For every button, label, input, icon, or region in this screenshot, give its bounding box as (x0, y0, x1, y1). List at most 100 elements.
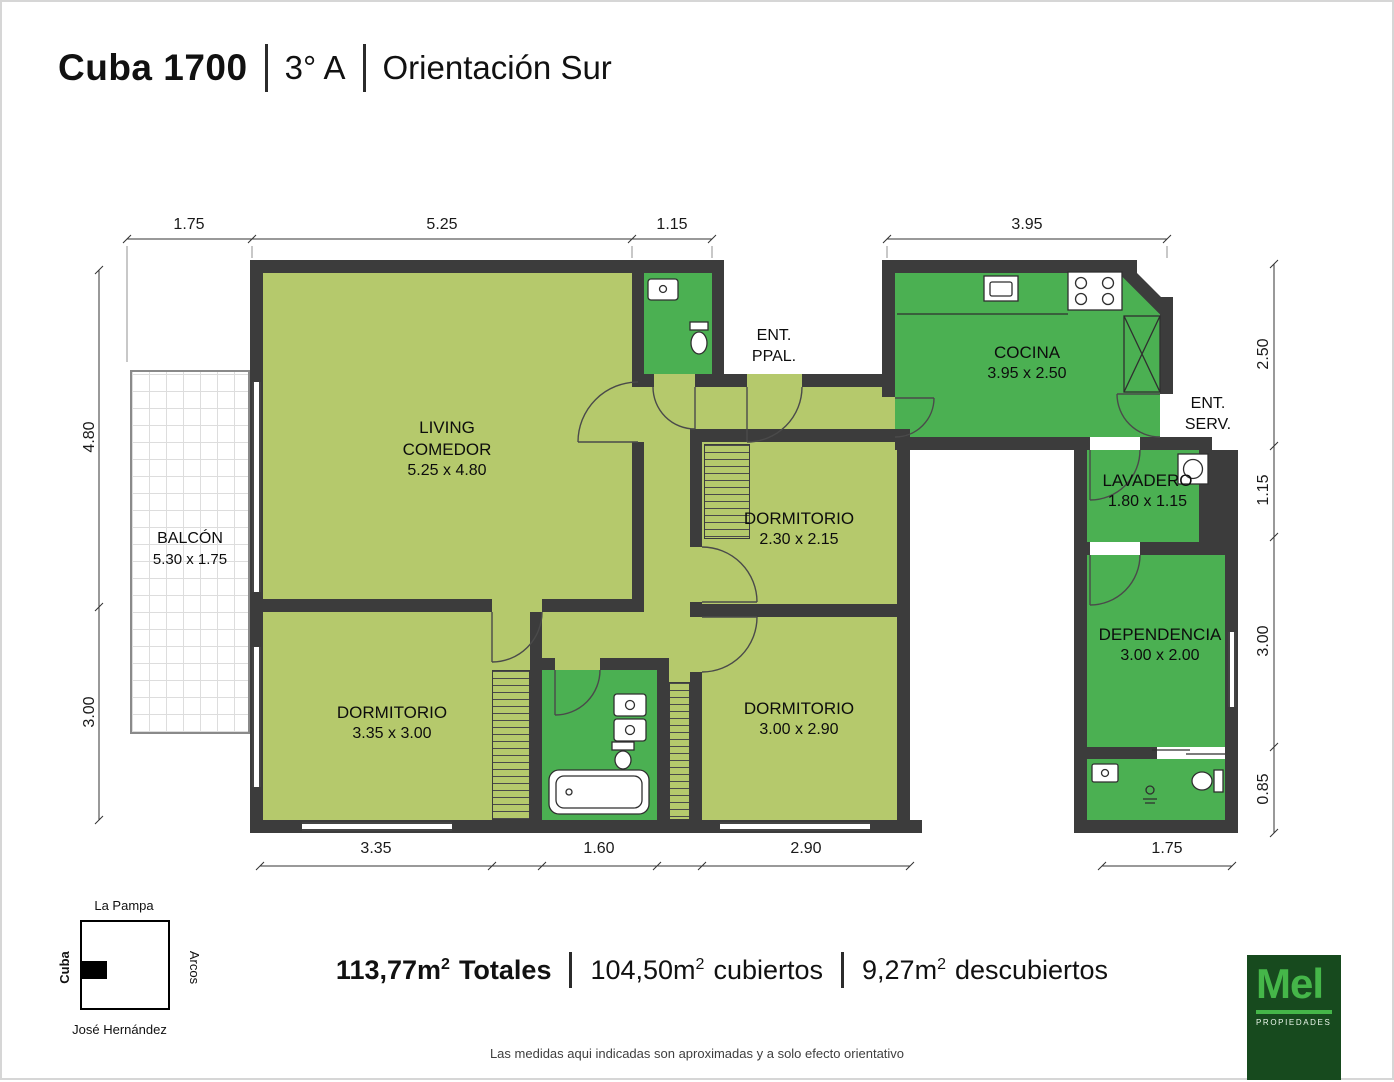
brand-rule (1256, 1009, 1332, 1014)
room-bathroom-top (644, 273, 712, 374)
summary-divider (841, 952, 845, 988)
wall-segment (695, 374, 714, 387)
window-bedroom-335 (252, 647, 261, 787)
room-bathroom-service (1087, 759, 1225, 820)
wall-segment (895, 437, 1090, 450)
dim-label: 1.15 (1255, 474, 1272, 506)
wall-segment (657, 658, 669, 820)
sliding-door-icon (1152, 749, 1225, 755)
title-divider (362, 44, 366, 92)
room-size: 3.35 x 3.00 (352, 725, 432, 743)
room-name: COCINA (993, 343, 1061, 362)
dim-label: 3.95 (1011, 216, 1043, 233)
wall-segment (690, 604, 897, 617)
wall-segment (690, 672, 702, 820)
room-name: ENT. (756, 327, 792, 344)
room-label-kitchen: COCINA 3.95 x 2.50 (927, 342, 1127, 385)
room-size: 3.00 x 2.90 (759, 721, 839, 739)
dim-label: 4.80 (81, 421, 98, 453)
disclaimer-text: Las medidas aqui indicadas son aproximad… (489, 1046, 905, 1061)
room-size: 5.30 x 1.75 (152, 550, 228, 568)
room-name: LAVADERO (1102, 471, 1193, 490)
wall-segment (1160, 297, 1173, 394)
room-name: DORMITORIO (336, 703, 448, 722)
room-label-main-entrance: ENT. PPAL. (733, 326, 815, 368)
map-street-west: Cuba (57, 951, 72, 984)
dim-label: 2.90 (790, 840, 822, 857)
wall-segment (882, 260, 1137, 273)
title-divider (264, 44, 268, 92)
room-label-laundry: LAVADERO 1.80 x 1.15 (1070, 470, 1225, 513)
summary-divider (569, 952, 573, 988)
wall-segment (542, 599, 644, 612)
room-label-bedroom-230: DORMITORIO 2.30 x 2.15 (699, 508, 899, 551)
room-name: LIVING (419, 418, 475, 437)
dim-label: 1.75 (1151, 840, 1183, 857)
wall-segment (1087, 747, 1157, 759)
window-living (252, 382, 261, 592)
room-name: SERV. (1184, 415, 1232, 433)
map-street-east: Arcos (187, 950, 202, 985)
window-bedroom-300-south (720, 822, 870, 831)
unit-label: 3° A (284, 49, 346, 86)
wall-segment (600, 658, 657, 670)
dim-label: 1.75 (173, 216, 205, 233)
dim-label: 1.60 (583, 840, 615, 857)
room-name: PPAL. (751, 347, 797, 365)
wall-segment (712, 260, 724, 387)
dim-label: 5.25 (426, 216, 458, 233)
room-size: 2.30 x 2.15 (759, 531, 839, 549)
room-label-balcony: BALCÓN 5.30 x 1.75 (130, 529, 250, 569)
room-size: 3.00 x 2.00 (1120, 647, 1200, 665)
dim-label: 3.35 (360, 840, 392, 857)
brand-subtitle: PROPIEDADES (1256, 1017, 1332, 1027)
closet-bedroom-335 (492, 670, 530, 820)
wall-segment (1140, 542, 1238, 555)
room-label-bedroom-335: DORMITORIO 3.35 x 3.00 (292, 702, 492, 745)
wall-segment (882, 260, 895, 397)
closet-bedroom-300 (669, 682, 690, 820)
room-name: DORMITORIO (743, 699, 855, 718)
dim-label: 3.00 (1255, 625, 1272, 657)
room-label-dependencia: DEPENDENCIA 3.00 x 2.00 (1080, 624, 1240, 667)
wall-segment (530, 612, 542, 820)
wall-segment (1074, 820, 1238, 833)
wall-segment (250, 260, 724, 273)
room-label-service-entrance: ENT. SERV. (1166, 394, 1250, 436)
title-bar: Cuba 1700 3° A Orientación Sur (58, 44, 612, 92)
dim-label: 3.00 (81, 696, 98, 728)
room-label-bedroom-300: DORMITORIO 3.00 x 2.90 (699, 698, 899, 741)
brand-logo: Mel PROPIEDADES (1247, 955, 1341, 1080)
dim-label: 0.85 (1255, 773, 1272, 805)
room-name: BALCÓN (157, 530, 223, 547)
orientation-label: Orientación Sur (382, 49, 612, 86)
wall-segment (690, 429, 910, 442)
room-label-living: LIVING COMEDOR 5.25 x 4.80 (347, 417, 547, 482)
dim-label: 2.50 (1255, 338, 1272, 370)
room-name: COMEDOR (402, 440, 492, 460)
wall-segment (1140, 437, 1212, 450)
wall-segment (632, 273, 644, 380)
room-size: 5.25 x 4.80 (407, 462, 487, 480)
window-bedroom-335-south (302, 822, 452, 831)
dim-label: 1.15 (656, 216, 688, 233)
map-property-marker (82, 961, 107, 979)
room-name: DORMITORIO (743, 509, 855, 528)
wall-segment (632, 374, 654, 387)
room-name: ENT. (1190, 395, 1226, 412)
building-name: Cuba 1700 (58, 47, 248, 88)
wall-segment (897, 429, 910, 833)
room-name: DEPENDENCIA (1098, 625, 1222, 644)
room-bathroom-middle (542, 670, 657, 820)
map-street-north: La Pampa (94, 898, 154, 913)
wall-segment (632, 442, 644, 599)
brand-name: Mel (1256, 960, 1324, 1007)
wall-segment (250, 599, 492, 612)
map-street-south: José Hernández (72, 1022, 167, 1037)
wall-segment (1074, 542, 1090, 555)
